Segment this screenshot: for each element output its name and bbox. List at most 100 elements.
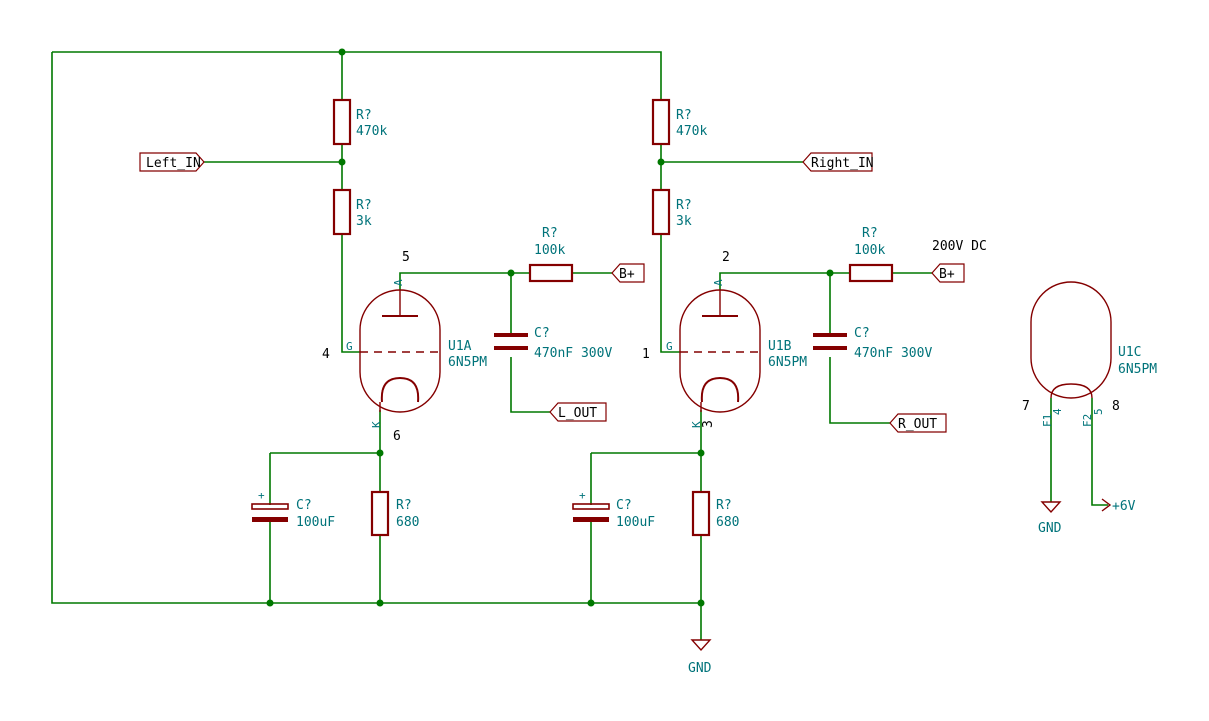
pin-number-f2-inner: 5	[1092, 408, 1105, 415]
value-label: 100k	[534, 243, 565, 258]
ref-label: R?	[356, 198, 372, 213]
plus6v-label: +6V	[1112, 499, 1136, 514]
ref-label: C?	[534, 326, 550, 341]
value-label: 470nF 300V	[534, 346, 612, 361]
value-label: 3k	[676, 214, 692, 229]
wire-left-anode	[399, 272, 612, 290]
capacitor-out-left[interactable]	[494, 333, 528, 350]
resistor-cathode-right[interactable]	[691, 490, 711, 537]
tube-left[interactable]: A G K	[346, 279, 441, 428]
resistors	[332, 98, 894, 537]
wire-right-top-res	[660, 144, 680, 353]
ref-label: R?	[862, 226, 878, 241]
capacitor-out-right[interactable]	[813, 333, 847, 350]
port-l-out-text: L_OUT	[558, 406, 597, 421]
pin-name-f2: F2	[1081, 414, 1094, 427]
port-r-out[interactable]: R_OUT	[889, 413, 947, 433]
value-label: 470k	[356, 124, 387, 139]
ref-label: C?	[854, 326, 870, 341]
wire-heater-f2	[1091, 398, 1108, 506]
port-right-in-text: Right_IN	[811, 156, 874, 171]
ref-label: R?	[676, 198, 692, 213]
resistor-grid-left[interactable]	[332, 188, 352, 236]
wire-left-rail	[51, 52, 701, 604]
port-bplus-right-text: B+	[939, 267, 955, 282]
pin-number: 3	[701, 420, 716, 428]
value-label: 100uF	[296, 515, 335, 530]
value-label: 680	[716, 515, 739, 530]
capacitor-cathode-right[interactable]: +	[572, 489, 610, 522]
wire-top-bus	[52, 51, 662, 100]
port-bplus-right[interactable]: B+	[931, 263, 965, 283]
resistor-cathode-left[interactable]	[370, 490, 390, 537]
wire-left-top-res	[341, 52, 360, 353]
gnd-label-heater: GND	[1038, 521, 1062, 536]
resistor-top-left[interactable]	[332, 98, 352, 146]
resistor-plate-left[interactable]	[528, 263, 574, 283]
ref-label: C?	[296, 498, 312, 513]
supply-note: 200V DC	[932, 239, 987, 254]
ground-symbol-heater	[1040, 501, 1062, 514]
resistor-plate-right[interactable]	[848, 263, 894, 283]
junction-dot	[376, 599, 384, 607]
value-label: 3k	[356, 214, 372, 229]
port-bplus-left[interactable]: B+	[611, 263, 645, 283]
junction-dot	[507, 269, 515, 277]
port-right-in[interactable]: Right_IN	[802, 152, 874, 172]
pin-name-anode: A	[712, 279, 725, 286]
value-label: 680	[396, 515, 419, 530]
junction-dot	[697, 599, 705, 607]
ref-label: R?	[396, 498, 412, 513]
junction-dot	[266, 599, 274, 607]
value-label: 6N5PM	[1118, 362, 1157, 377]
port-l-out[interactable]: L_OUT	[549, 402, 607, 422]
value-label: 470nF 300V	[854, 346, 932, 361]
junction-dot	[697, 449, 705, 457]
wires	[51, 51, 1108, 640]
power-symbol-6v	[1101, 498, 1112, 512]
pin-numbers: 5 4 6 2 1 3 7 8	[322, 250, 1120, 444]
junction-dot	[338, 158, 346, 166]
gnd-label-main: GND	[688, 661, 712, 676]
pin-number: 5	[402, 250, 410, 265]
junction-dot	[657, 158, 665, 166]
ref-label: R?	[676, 108, 692, 123]
junction-dot	[338, 48, 346, 56]
pin-number: 2	[722, 250, 730, 265]
port-left-in-text: Left_IN	[146, 156, 201, 171]
pin-number: 7	[1022, 399, 1030, 414]
tube-heater[interactable]: F1 F2 4 5	[1030, 281, 1112, 427]
value-label: 6N5PM	[448, 355, 487, 370]
tube-right[interactable]: A G K	[666, 279, 761, 428]
wire-left-ccath	[269, 452, 380, 603]
resistor-top-right[interactable]	[651, 98, 671, 146]
port-bplus-left-text: B+	[619, 267, 635, 282]
junction-dot	[376, 449, 384, 457]
ref-label: R?	[356, 108, 372, 123]
pin-name-grid: G	[666, 340, 673, 353]
ground-symbol-main	[690, 639, 712, 652]
value-label: 100uF	[616, 515, 655, 530]
pin-name-grid: G	[346, 340, 353, 353]
pin-number: 4	[322, 347, 330, 362]
pin-name-cathode: K	[370, 421, 383, 428]
port-left-in[interactable]: Left_IN	[139, 152, 205, 172]
pin-number: 6	[393, 429, 401, 444]
capacitors: + +	[251, 333, 847, 522]
ref-label: R?	[542, 226, 558, 241]
wire-right-ccath	[590, 452, 701, 603]
resistor-grid-right[interactable]	[651, 188, 671, 236]
pin-name-f1: F1	[1041, 414, 1054, 427]
wire-right-anode	[719, 272, 932, 290]
pin-number-f1-inner: 4	[1051, 408, 1064, 415]
ref-label: U1A	[448, 339, 472, 354]
value-label: 6N5PM	[768, 355, 807, 370]
port-r-out-text: R_OUT	[898, 417, 937, 432]
ref-label: R?	[716, 498, 732, 513]
wire-right-cap	[829, 273, 890, 424]
value-label: 470k	[676, 124, 707, 139]
capacitor-cathode-left[interactable]: +	[251, 489, 289, 522]
component-labels: R? 470k R? 3k R? 100k C? 470nF 300V U1A …	[296, 108, 1157, 530]
pin-number: 8	[1112, 399, 1120, 414]
